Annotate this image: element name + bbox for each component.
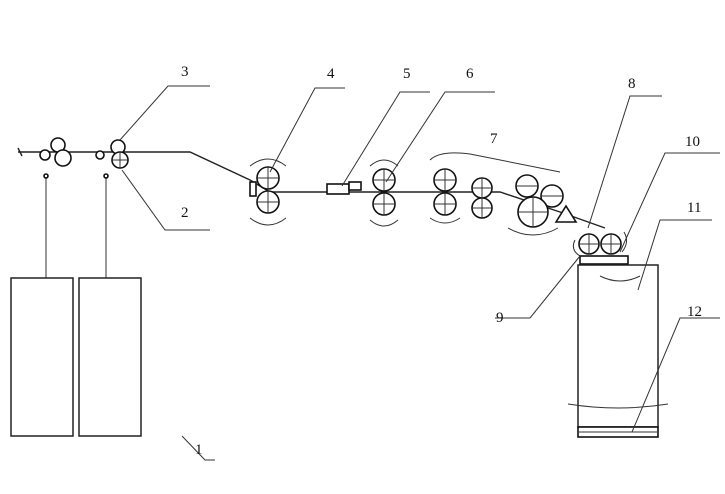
label-9: 9 (496, 310, 504, 326)
roller-group-7 (429, 152, 578, 236)
leader-lines (119, 85, 720, 461)
part-labels: 1 2 3 4 5 6 7 8 9 10 11 12 (181, 64, 702, 458)
label-2: 2 (181, 205, 189, 221)
label-11: 11 (687, 200, 701, 216)
label-1: 1 (195, 442, 203, 458)
feed-rollers (39, 137, 129, 169)
label-6: 6 (466, 66, 474, 82)
label-5: 5 (403, 66, 411, 82)
winding-head (572, 231, 629, 265)
roller-pair-4 (249, 158, 287, 226)
label-10: 10 (685, 134, 700, 150)
label-12: 12 (687, 304, 702, 320)
label-7: 7 (490, 131, 498, 147)
container-11 (567, 264, 669, 438)
cabinet-unit-1 (10, 173, 142, 437)
label-3: 3 (181, 64, 189, 80)
label-8: 8 (628, 76, 636, 92)
roller-pair-6 (369, 159, 399, 227)
label-4: 4 (327, 66, 335, 82)
heater-5 (326, 181, 362, 195)
